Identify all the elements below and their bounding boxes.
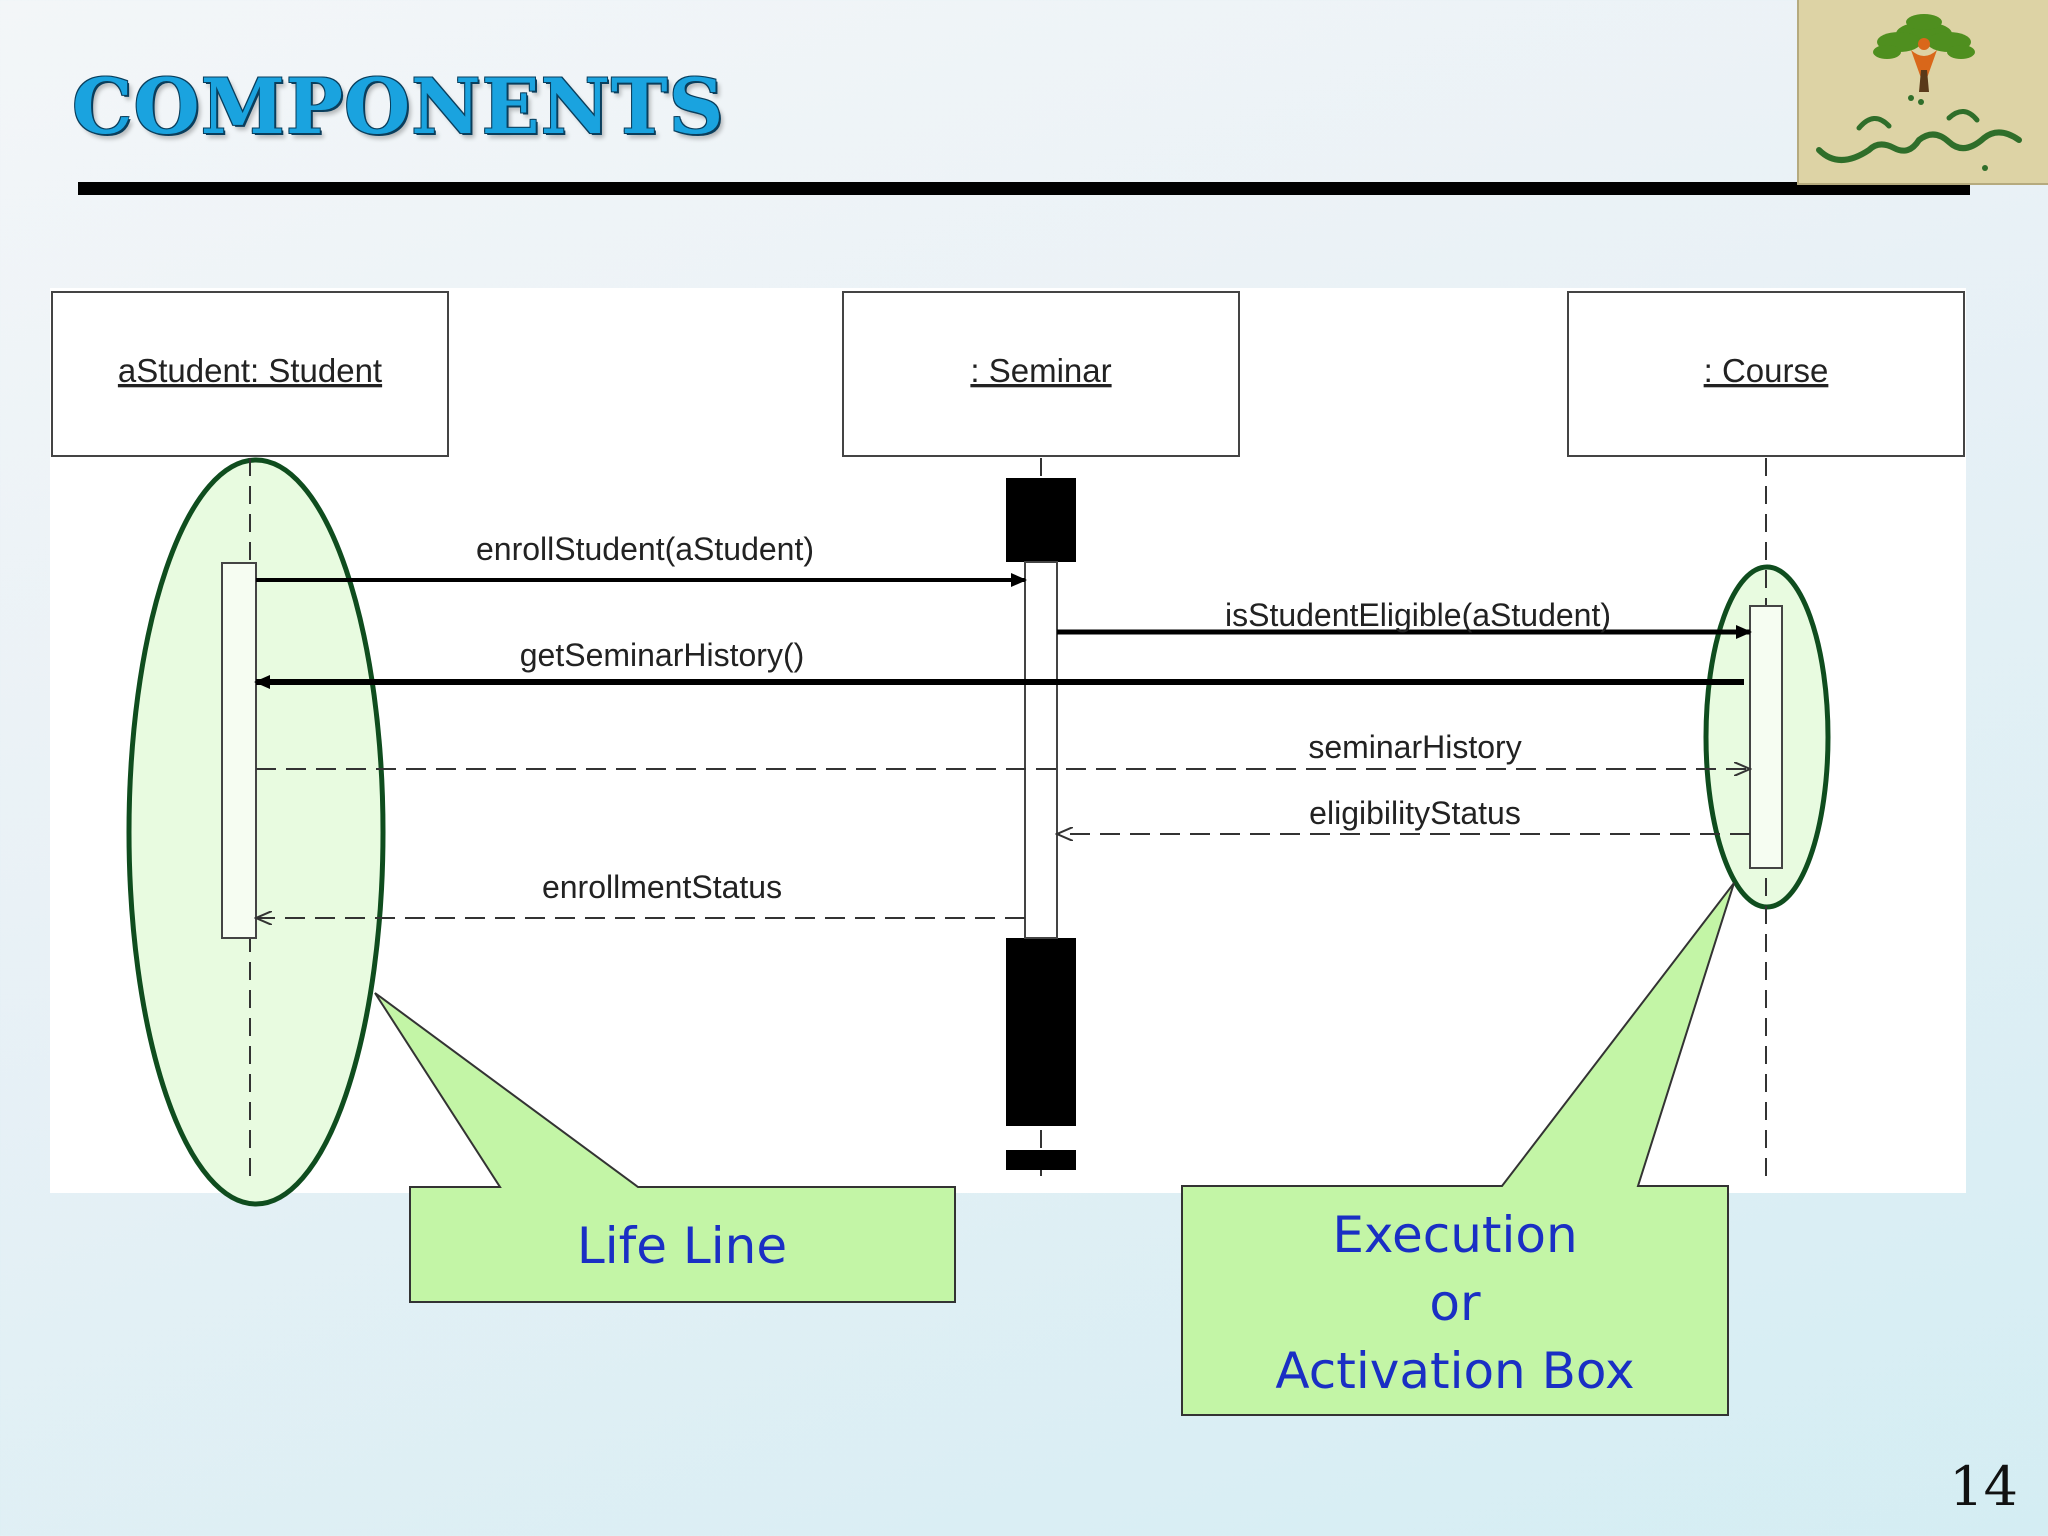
- message-label-enroll-student: enrollStudent(aStudent): [476, 531, 814, 567]
- message-label-enrollment-status: enrollmentStatus: [542, 869, 782, 905]
- message-label-seminar-history: seminarHistory: [1308, 729, 1521, 765]
- participant-box-course: [1567, 291, 1965, 457]
- page-number: 14: [1949, 1455, 2018, 1518]
- activation-box-course: [1749, 605, 1783, 869]
- participant-label-course: : Course: [1704, 352, 1829, 389]
- participant-box-seminar: [842, 291, 1240, 457]
- message-label-eligibility-status: eligibilityStatus: [1309, 795, 1521, 831]
- participant-label-seminar: : Seminar: [970, 352, 1111, 389]
- callout-lifeline-text: Life Line: [577, 1217, 787, 1275]
- seminar-activation-block-bottom: [1006, 938, 1076, 1126]
- participant-box-student: [51, 291, 449, 457]
- message-label-is-student-eligible: isStudentEligible(aStudent): [1225, 597, 1611, 633]
- activation-box-student: [221, 562, 257, 939]
- callout-activation-line1: Execution: [1332, 1206, 1577, 1264]
- callout-lifeline: [374, 992, 956, 1303]
- message-label-get-seminar-history: getSeminarHistory(): [520, 637, 805, 673]
- seminar-end-block: [1006, 1150, 1076, 1170]
- callout-activation-line3: Activation Box: [1275, 1342, 1634, 1400]
- activation-box-seminar: [1024, 561, 1058, 939]
- participant-label-student: aStudent: Student: [118, 352, 382, 389]
- tree-logo-icon: [1797, 0, 2048, 185]
- seminar-activation-block-top: [1006, 478, 1076, 562]
- title-underline: [78, 182, 1970, 195]
- slide-title: COMPONENTS: [72, 62, 725, 151]
- callout-activation-line2: or: [1429, 1274, 1481, 1332]
- callout-activation-box: [1181, 882, 1735, 1416]
